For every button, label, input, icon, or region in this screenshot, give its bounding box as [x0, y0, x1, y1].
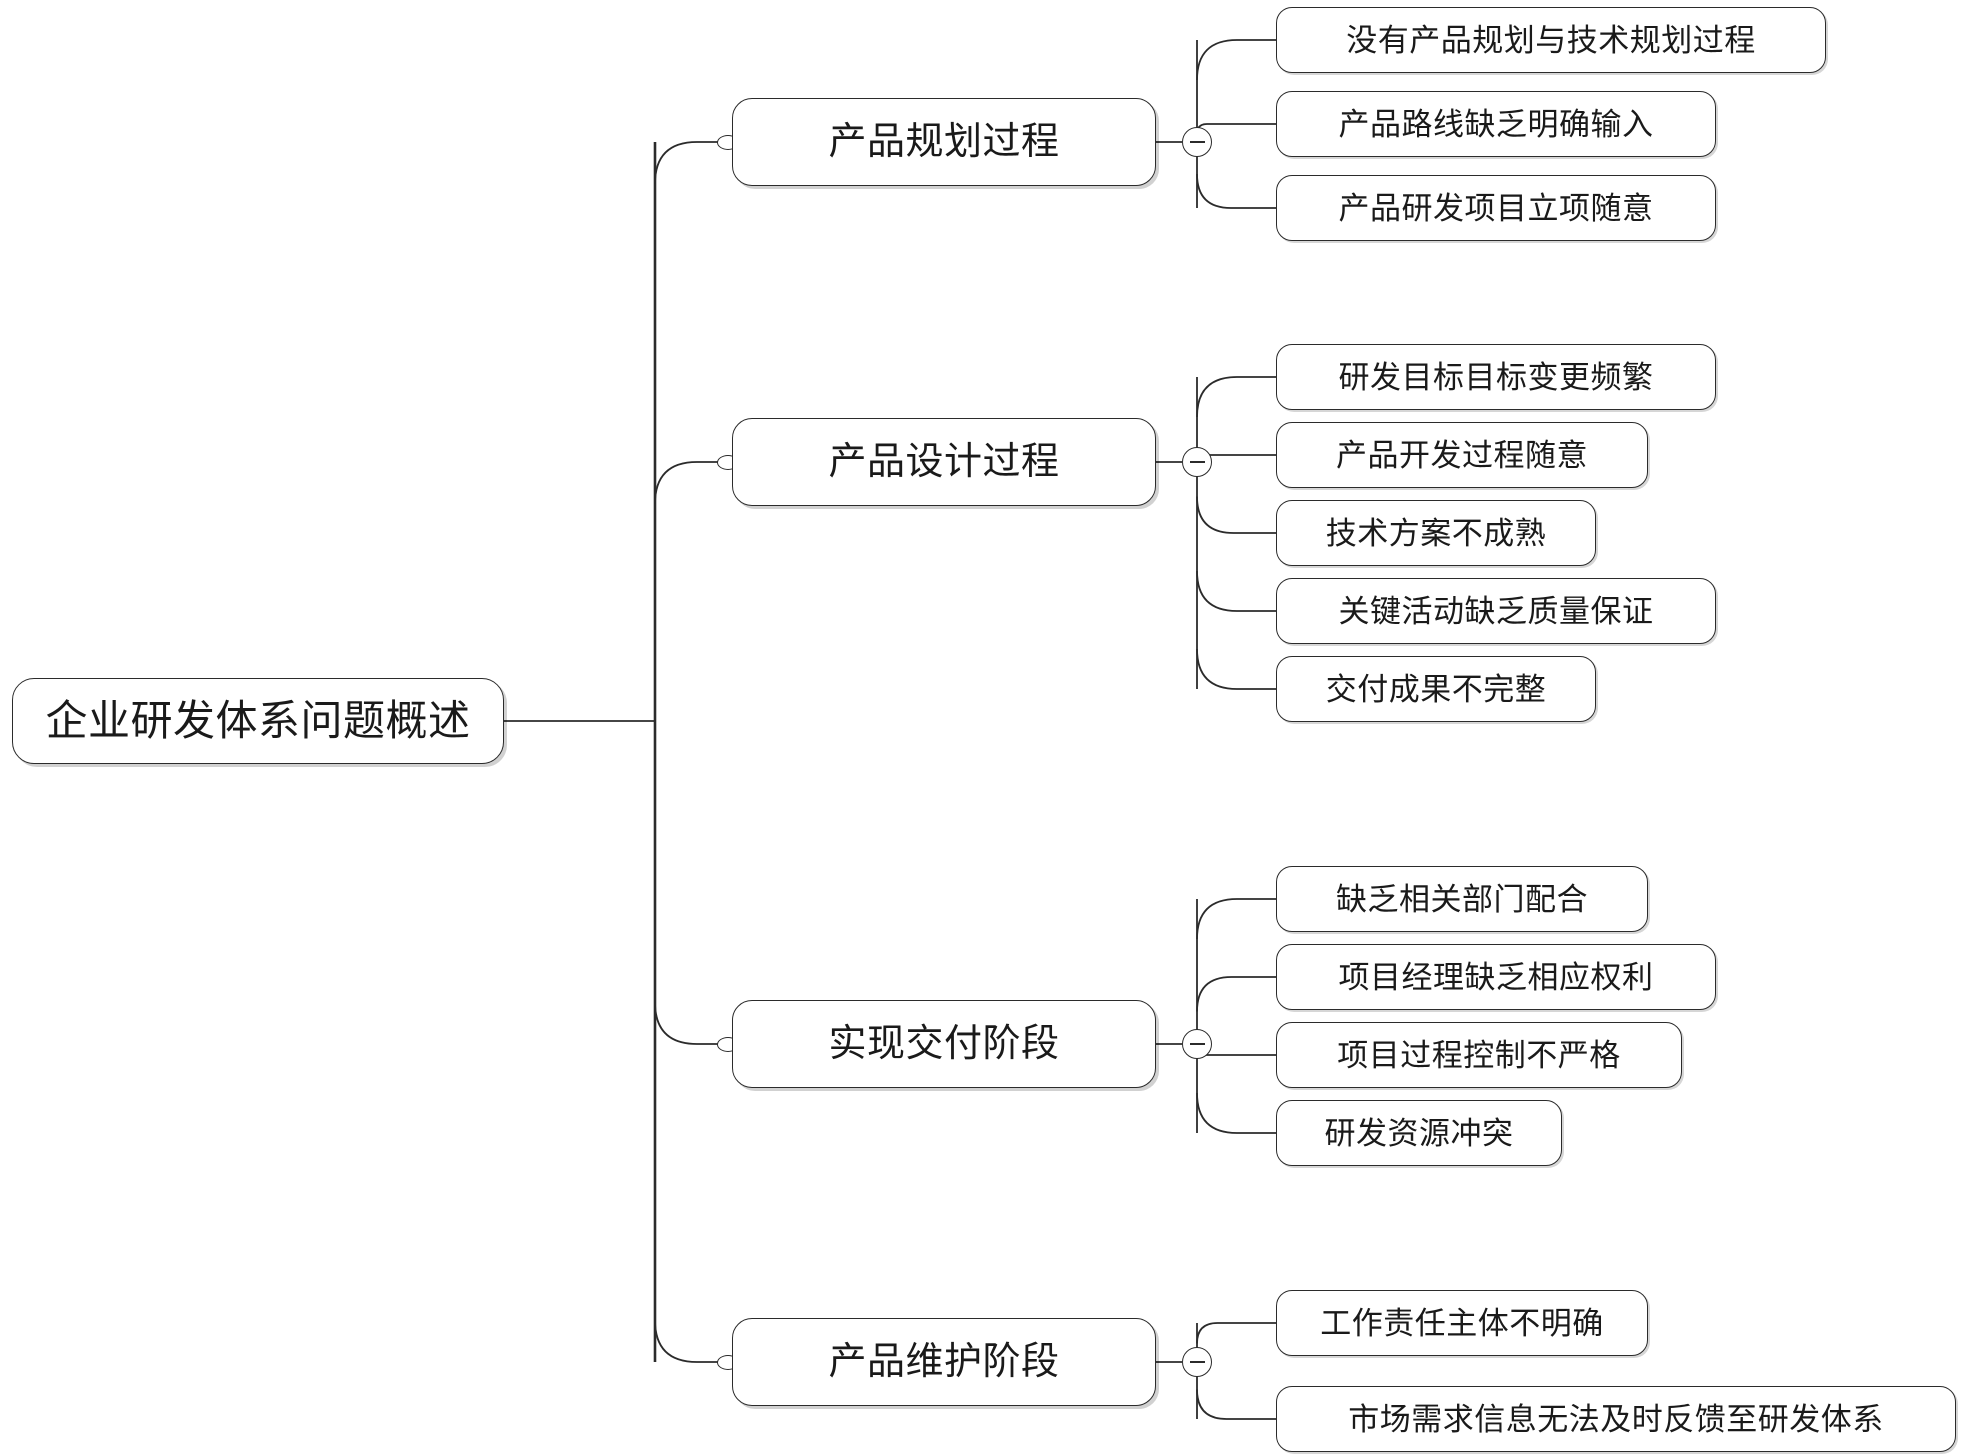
- root-node[interactable]: 企业研发体系问题概述: [12, 678, 504, 764]
- branch-1-leaf-1-label: 没有产品规划与技术规划过程: [1346, 22, 1756, 58]
- edge-branch-2-child-3: [1196, 496, 1276, 534]
- branch-4-leaf-1[interactable]: 工作责任主体不明确: [1276, 1290, 1648, 1356]
- branch-4-label: 产品维护阶段: [828, 1341, 1060, 1383]
- branch-4[interactable]: 产品维护阶段: [732, 1318, 1156, 1406]
- branch-2-leaf-4-label: 关键活动缺乏质量保证: [1338, 593, 1654, 629]
- branch-1-leaf-2-label: 产品路线缺乏明确输入: [1338, 106, 1654, 142]
- minus-icon-3: [1189, 1043, 1205, 1045]
- edge-branch-3-child-4: [1196, 1092, 1276, 1134]
- edge-branch-3-child-1: [1196, 898, 1276, 940]
- collapse-toggle-1[interactable]: [1182, 127, 1212, 157]
- branch-1-label: 产品规划过程: [828, 121, 1060, 163]
- edge-branch-1-child-1: [1196, 39, 1276, 81]
- edge-branch-2-child-4: [1196, 570, 1276, 612]
- collapse-toggle-3[interactable]: [1182, 1029, 1212, 1059]
- root-node-label: 企业研发体系问题概述: [45, 697, 471, 744]
- branch-1-leaf-3-label: 产品研发项目立项随意: [1338, 190, 1654, 226]
- collapse-toggle-2[interactable]: [1182, 447, 1212, 477]
- minus-icon-2: [1189, 461, 1205, 463]
- branch-2-leaf-2-label: 产品开发过程随意: [1336, 437, 1588, 473]
- edge-branch-4-child-2: [1196, 1389, 1276, 1420]
- branch-3-leaf-3-label: 项目过程控制不严格: [1337, 1037, 1621, 1073]
- branch-2[interactable]: 产品设计过程: [732, 418, 1156, 506]
- branch-3-leaf-4[interactable]: 研发资源冲突: [1276, 1100, 1562, 1166]
- branch-2-label: 产品设计过程: [828, 441, 1060, 483]
- branch-3-leaf-2-label: 项目经理缺乏相应权利: [1338, 959, 1654, 995]
- branch-3-leaf-4-label: 研发资源冲突: [1324, 1115, 1514, 1151]
- branch-4-leaf-2-label: 市场需求信息无法及时反馈至研发体系: [1348, 1401, 1884, 1437]
- branch-1-leaf-2[interactable]: 产品路线缺乏明确输入: [1276, 91, 1716, 157]
- branch-2-leaf-1[interactable]: 研发目标目标变更频繁: [1276, 344, 1716, 410]
- minus-icon-1: [1189, 141, 1205, 143]
- edge-branch-4-child-1: [1196, 1322, 1276, 1344]
- branch-1[interactable]: 产品规划过程: [732, 98, 1156, 186]
- branch-3-leaf-1[interactable]: 缺乏相关部门配合: [1276, 866, 1648, 932]
- branch-2-leaf-1-label: 研发目标目标变更频繁: [1338, 359, 1654, 395]
- edge-branch-2-child-1: [1196, 376, 1276, 418]
- branch-3[interactable]: 实现交付阶段: [732, 1000, 1156, 1088]
- branch-2-leaf-4[interactable]: 关键活动缺乏质量保证: [1276, 578, 1716, 644]
- edge-branch-3-child-2: [1196, 976, 1276, 1012]
- branch-2-leaf-2[interactable]: 产品开发过程随意: [1276, 422, 1648, 488]
- branch-1-leaf-1[interactable]: 没有产品规划与技术规划过程: [1276, 7, 1826, 73]
- branch-4-leaf-2[interactable]: 市场需求信息无法及时反馈至研发体系: [1276, 1386, 1956, 1452]
- branch-3-label: 实现交付阶段: [828, 1023, 1060, 1065]
- branch-3-leaf-1-label: 缺乏相关部门配合: [1336, 881, 1588, 917]
- branch-2-leaf-3[interactable]: 技术方案不成熟: [1276, 500, 1596, 566]
- edge-branch-2-child-5: [1196, 648, 1276, 690]
- branch-2-leaf-5[interactable]: 交付成果不完整: [1276, 656, 1596, 722]
- branch-2-leaf-3-label: 技术方案不成熟: [1325, 515, 1547, 551]
- branch-4-leaf-1-label: 工作责任主体不明确: [1320, 1305, 1604, 1341]
- branch-3-leaf-2[interactable]: 项目经理缺乏相应权利: [1276, 944, 1716, 1010]
- branch-3-leaf-3[interactable]: 项目过程控制不严格: [1276, 1022, 1682, 1088]
- collapse-toggle-4[interactable]: [1182, 1347, 1212, 1377]
- branch-2-leaf-5-label: 交付成果不完整: [1325, 671, 1547, 707]
- edge-branch-1-child-3: [1196, 173, 1276, 209]
- minus-icon-4: [1189, 1361, 1205, 1363]
- branch-1-leaf-3[interactable]: 产品研发项目立项随意: [1276, 175, 1716, 241]
